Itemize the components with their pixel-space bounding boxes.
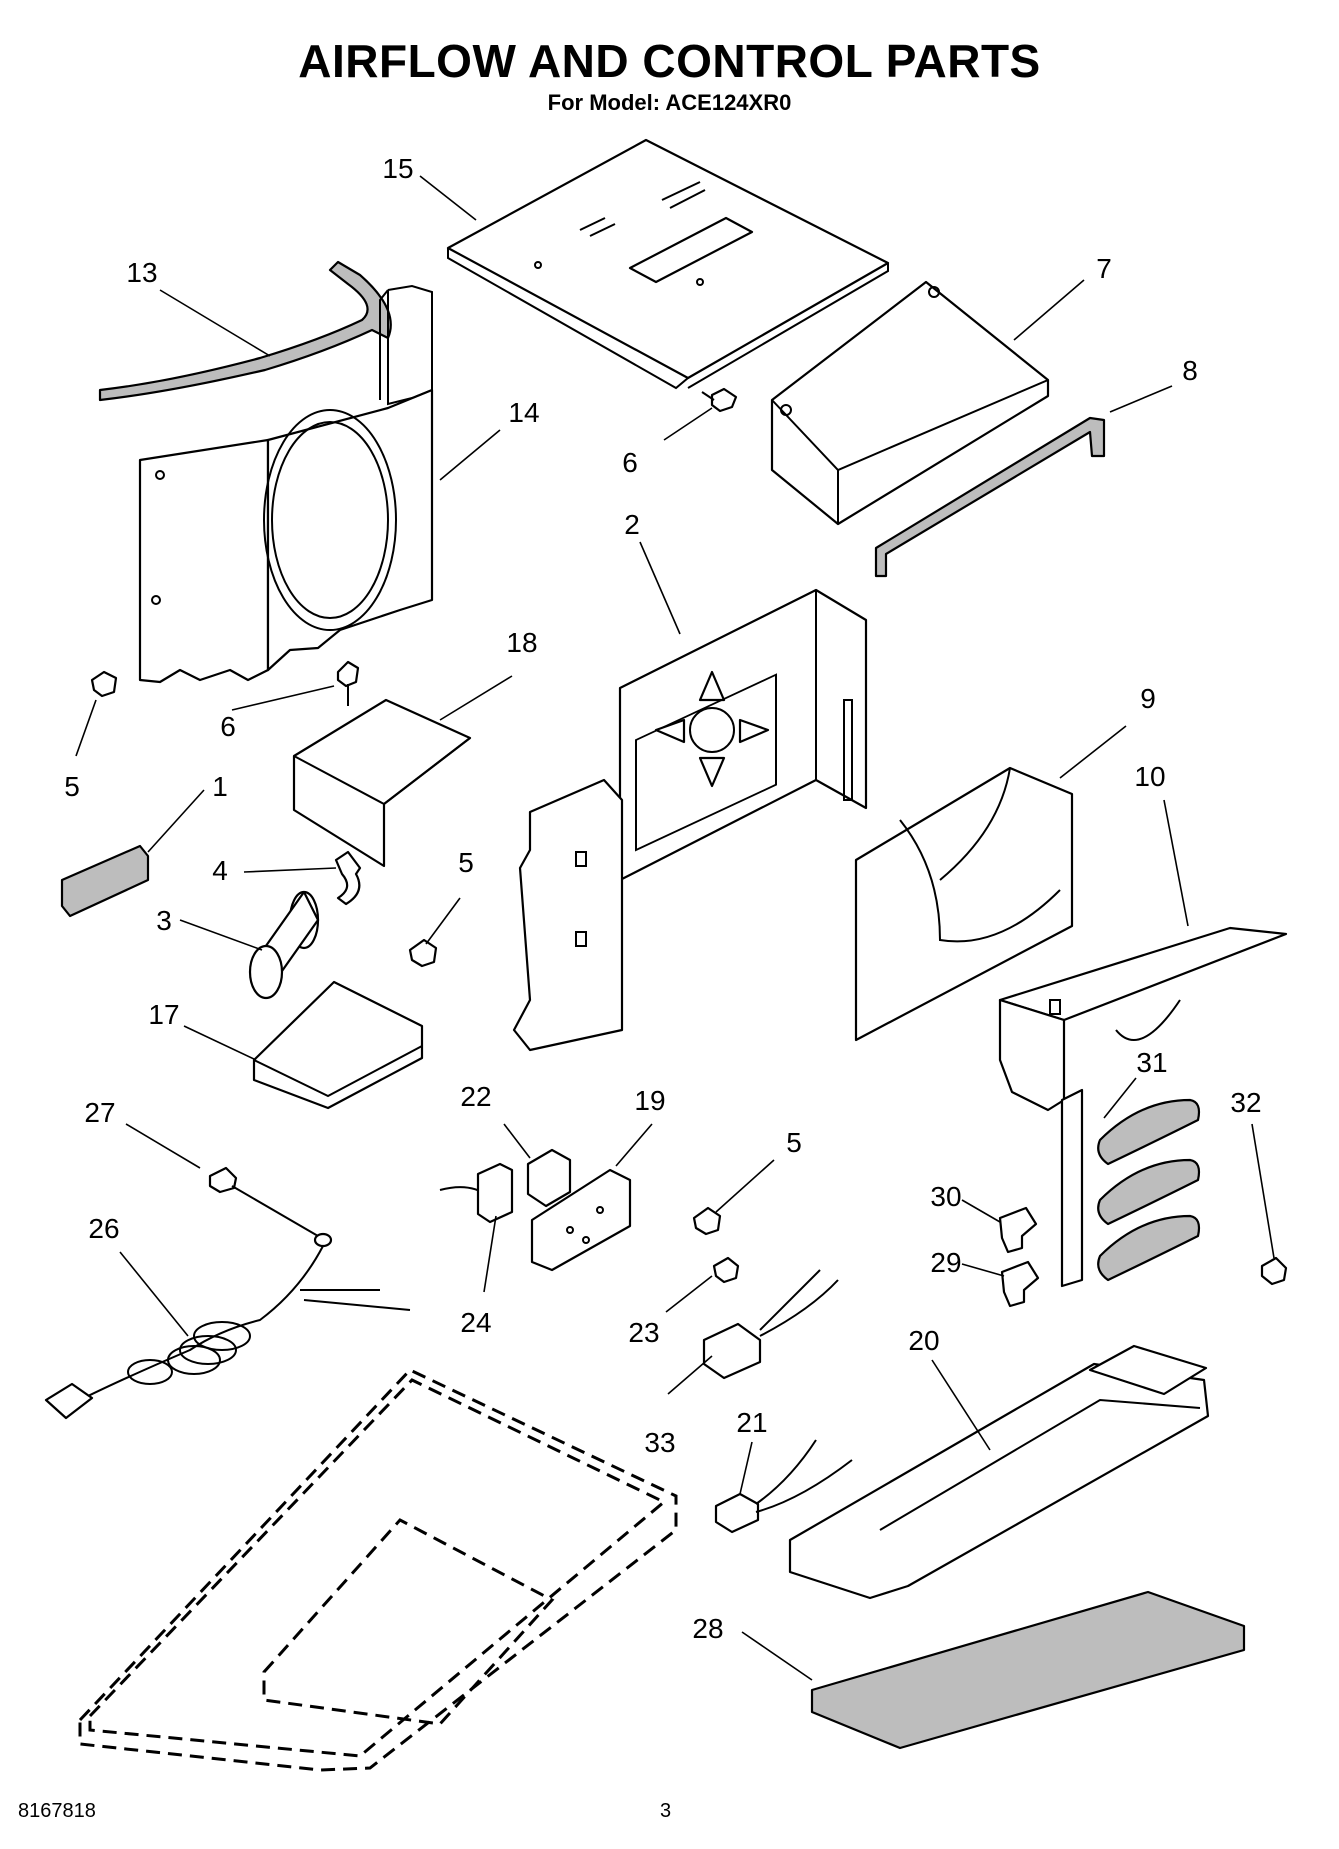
part-26-power-cord bbox=[44, 1232, 411, 1420]
part-21-connector bbox=[714, 1439, 853, 1534]
part-6-screw-a bbox=[701, 387, 738, 413]
part-20-drain-pan bbox=[788, 1344, 1210, 1600]
callout-29: 29 bbox=[930, 1247, 961, 1278]
callout-30: 30 bbox=[930, 1181, 961, 1212]
callout-22: 22 bbox=[460, 1081, 491, 1112]
callout-10: 10 bbox=[1134, 761, 1165, 792]
part-3-capacitor bbox=[248, 890, 320, 1000]
leader-lines bbox=[75, 175, 1275, 1681]
part-2-partition bbox=[512, 588, 868, 1052]
callout-5-mid: 5 bbox=[458, 847, 474, 878]
part-23-thermistor bbox=[712, 1256, 839, 1337]
callout-labels: 15 13 14 7 8 6 2 6 18 5 1 4 5 3 9 10 17 … bbox=[64, 153, 1261, 1644]
part-9-scroll bbox=[854, 766, 1074, 1042]
base-pan-outline bbox=[78, 1368, 678, 1772]
part-31-heater-element bbox=[1060, 1088, 1201, 1288]
callout-17: 17 bbox=[148, 999, 179, 1030]
callout-3: 3 bbox=[156, 905, 172, 936]
part-13-gasket bbox=[98, 260, 392, 402]
callout-15: 15 bbox=[382, 153, 413, 184]
callout-19: 19 bbox=[634, 1085, 665, 1116]
callout-8: 8 bbox=[1182, 355, 1198, 386]
callout-24: 24 bbox=[460, 1307, 491, 1338]
callout-21: 21 bbox=[736, 1407, 767, 1438]
part-8-channel bbox=[874, 416, 1106, 578]
callout-6-top: 6 bbox=[622, 447, 638, 478]
part-6-screw-b bbox=[336, 660, 360, 706]
callout-27: 27 bbox=[84, 1097, 115, 1128]
part-30-insulator bbox=[998, 1206, 1038, 1254]
part-17-bracket bbox=[252, 980, 424, 1110]
part-5-screw-b bbox=[408, 938, 438, 968]
callout-7: 7 bbox=[1096, 253, 1112, 284]
part-24-switch bbox=[439, 1162, 514, 1224]
part-7-control-cover bbox=[770, 280, 1050, 526]
callout-28: 28 bbox=[692, 1613, 723, 1644]
document-number: 8167818 bbox=[18, 1800, 96, 1822]
callout-20: 20 bbox=[908, 1325, 939, 1356]
callout-23: 23 bbox=[628, 1317, 659, 1348]
part-33-connector bbox=[702, 1322, 762, 1380]
part-14-shroud bbox=[138, 284, 434, 684]
part-19-control-board bbox=[530, 1168, 632, 1272]
page-title: AIRFLOW AND CONTROL PARTS bbox=[298, 35, 1041, 87]
page-number: 3 bbox=[660, 1800, 672, 1822]
part-28-filter-media bbox=[810, 1590, 1246, 1750]
callout-5-right: 5 bbox=[786, 1127, 802, 1158]
callout-14: 14 bbox=[508, 397, 539, 428]
callout-13: 13 bbox=[126, 257, 157, 288]
part-18-bracket bbox=[292, 698, 472, 868]
part-1-pad bbox=[60, 844, 150, 918]
callout-32: 32 bbox=[1230, 1087, 1261, 1118]
callout-5-left: 5 bbox=[64, 771, 80, 802]
part-4-clamp bbox=[334, 850, 362, 906]
part-27-ground-screw bbox=[208, 1166, 319, 1237]
part-29-insulator bbox=[1000, 1260, 1040, 1308]
callout-18: 18 bbox=[506, 627, 537, 658]
callout-31: 31 bbox=[1136, 1047, 1167, 1078]
callout-6-left: 6 bbox=[220, 711, 236, 742]
part-15-top-cover bbox=[446, 138, 890, 390]
part-5-screw-c bbox=[692, 1206, 722, 1236]
callout-33: 33 bbox=[644, 1427, 675, 1458]
callout-2: 2 bbox=[624, 509, 640, 540]
part-5-screw-a bbox=[90, 670, 118, 698]
part-10-plate bbox=[998, 926, 1288, 1112]
callout-9: 9 bbox=[1140, 683, 1156, 714]
callout-26: 26 bbox=[88, 1213, 119, 1244]
model-subtitle: For Model: ACE124XR0 bbox=[547, 90, 792, 115]
callout-1: 1 bbox=[212, 771, 228, 802]
part-22-switch bbox=[526, 1148, 572, 1208]
callout-4: 4 bbox=[212, 855, 228, 886]
part-32-screw bbox=[1260, 1256, 1288, 1286]
